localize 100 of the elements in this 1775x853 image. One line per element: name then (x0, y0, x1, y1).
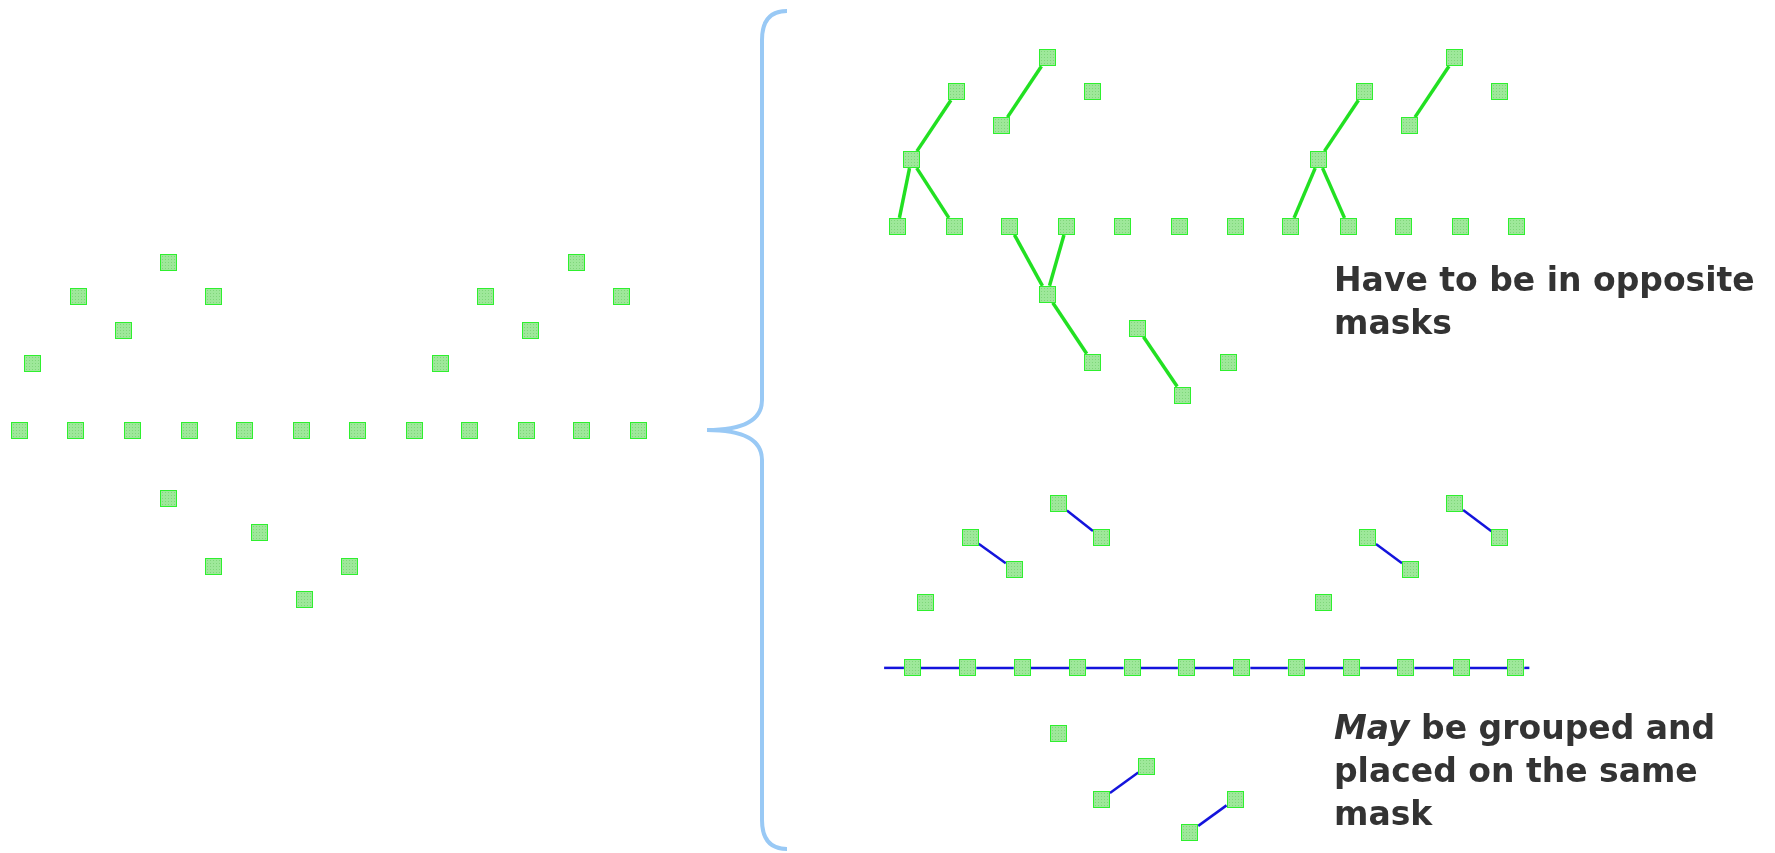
square-pad (1310, 151, 1328, 169)
square-pad (1508, 217, 1526, 235)
square-pad (1129, 319, 1147, 337)
square-pad (522, 322, 540, 340)
square-pad (1083, 353, 1101, 371)
square-pad (1358, 529, 1376, 547)
square-pad (1446, 49, 1464, 67)
connector-line (1197, 804, 1228, 827)
square-pad (1123, 659, 1141, 677)
square-pad (1282, 217, 1299, 235)
connector-line (1030, 666, 1070, 670)
square-pad (1069, 659, 1087, 677)
connector-line (1006, 65, 1043, 119)
square-pad (236, 421, 253, 439)
connector-line (1142, 335, 1179, 388)
square-pad (1226, 217, 1244, 235)
square-pad (1219, 353, 1237, 371)
square-pad (517, 421, 535, 439)
square-pad (1038, 285, 1056, 303)
connector-line (915, 99, 953, 153)
square-pad (1287, 659, 1305, 677)
square-pad (959, 659, 977, 677)
square-pad (461, 421, 479, 439)
square-pad (180, 421, 198, 439)
square-pad (948, 83, 966, 101)
square-pad (1226, 790, 1244, 808)
square-pad (296, 591, 313, 609)
note-text: Have to be in opposite masks (1334, 259, 1756, 344)
square-pad (477, 288, 495, 306)
square-pad (1343, 659, 1361, 677)
connector-line (1012, 234, 1044, 287)
connector-line (884, 666, 904, 670)
connector-line (1194, 666, 1234, 670)
square-pad (612, 288, 630, 306)
square-pad (1491, 529, 1509, 547)
square-pad (1138, 757, 1156, 775)
square-pad (160, 489, 178, 507)
square-pad (1397, 659, 1415, 677)
square-pad (114, 322, 132, 340)
square-pad (1452, 659, 1470, 677)
square-pad (1177, 659, 1195, 677)
square-pad (250, 523, 268, 541)
square-pad (1013, 659, 1031, 677)
square-pad (24, 354, 42, 372)
connector-line (1414, 666, 1453, 670)
connector-line (897, 167, 912, 219)
square-pad (1355, 83, 1373, 101)
note-text: May be grouped and placed on the same mask (1334, 707, 1717, 835)
square-pad (123, 421, 141, 439)
connector-line (1360, 666, 1398, 670)
square-pad (1174, 386, 1192, 404)
connector-line (1066, 509, 1094, 532)
square-pad (405, 421, 423, 439)
square-pad (573, 421, 591, 439)
square-pad (902, 151, 920, 169)
square-pad (1083, 83, 1101, 101)
square-pad (431, 354, 449, 372)
connector-line (1292, 167, 1317, 219)
connector-line (1323, 99, 1360, 153)
square-pad (1005, 560, 1023, 578)
square-pad (1114, 217, 1132, 235)
square-pad (67, 421, 85, 439)
connector-line (1413, 65, 1451, 119)
square-pad (917, 593, 935, 611)
connector-line (915, 167, 951, 219)
square-pad (1491, 83, 1509, 101)
connector-line (1304, 666, 1344, 670)
square-pad (1402, 560, 1419, 578)
connector-line (1051, 301, 1089, 355)
square-pad (10, 421, 28, 439)
square-pad (1049, 495, 1067, 513)
square-pad (961, 529, 979, 547)
square-pad (349, 421, 367, 439)
square-pad (1314, 593, 1332, 611)
square-pad (1451, 217, 1469, 235)
square-pad (889, 217, 907, 235)
square-pad (1038, 49, 1056, 67)
square-pad (1049, 725, 1067, 743)
square-pad (1092, 790, 1110, 808)
connector-line (1375, 542, 1403, 565)
connector-line (920, 666, 960, 670)
connector-line (1109, 771, 1139, 795)
square-pad (1395, 217, 1413, 235)
square-pad (1400, 117, 1418, 135)
square-pad (1339, 217, 1357, 235)
square-pad (205, 288, 223, 306)
square-pad (1507, 659, 1525, 677)
square-pad (292, 421, 310, 439)
square-pad (1171, 217, 1189, 235)
connector-line (1469, 666, 1508, 670)
connector-line (1320, 167, 1347, 219)
square-pad (629, 421, 647, 439)
connector-line (976, 666, 1014, 670)
square-pad (341, 557, 359, 575)
square-pad (903, 659, 921, 677)
square-pad (567, 254, 585, 272)
square-pad (1057, 217, 1075, 235)
connector-line (1086, 666, 1124, 670)
square-pad (945, 217, 963, 235)
square-pad (993, 117, 1011, 135)
